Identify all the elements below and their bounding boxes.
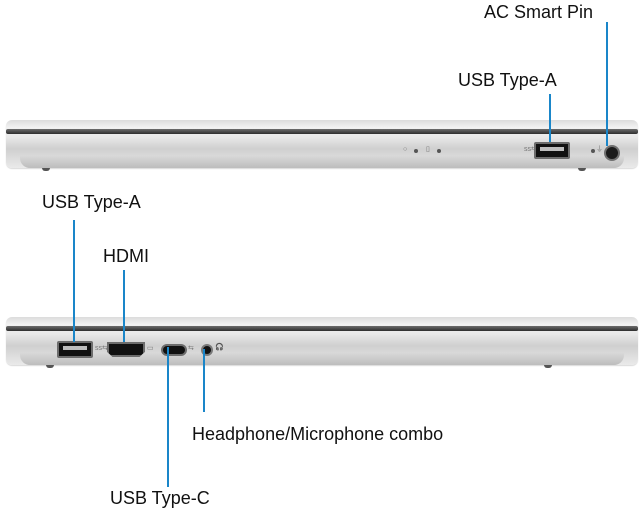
headphone-combo-leader bbox=[203, 349, 205, 412]
usb-type-c-port bbox=[161, 344, 187, 356]
led-indicator-icon: ○ bbox=[403, 146, 408, 153]
headset-icon: 🎧 bbox=[215, 344, 224, 351]
usb-type-a-left-leader bbox=[73, 220, 75, 342]
usb-type-a-left-label: USB Type-A bbox=[42, 192, 141, 212]
lid-edge bbox=[6, 317, 638, 325]
usb-ss-icon: ⇆ bbox=[188, 345, 194, 352]
headphone-combo-label: Headphone/Microphone combo bbox=[192, 424, 444, 444]
ac-smart-pin-label: AC Smart Pin bbox=[484, 2, 594, 22]
power-light-icon: ▯ bbox=[426, 146, 430, 153]
hdmi-leader bbox=[123, 270, 125, 342]
base-bottom bbox=[20, 353, 624, 365]
rubber-foot bbox=[544, 365, 552, 368]
indicator-dot bbox=[414, 149, 418, 153]
charge-light bbox=[591, 149, 595, 153]
power-icon: ⏚ bbox=[596, 146, 603, 153]
hdmi-port bbox=[107, 342, 145, 357]
usb-type-a-port bbox=[534, 142, 570, 159]
indicator-dot bbox=[437, 149, 441, 153]
ac-smart-pin-port bbox=[604, 145, 620, 161]
usb-type-a-right-leader bbox=[549, 94, 551, 142]
usb-ss-icon: ss⇆ bbox=[524, 146, 537, 153]
lid-seam bbox=[6, 129, 638, 134]
rubber-foot bbox=[46, 365, 54, 368]
usb-type-c-label: USB Type-C bbox=[110, 488, 210, 508]
usb-type-c-leader bbox=[167, 347, 169, 487]
ac-smart-pin-leader bbox=[606, 22, 608, 146]
hdmi-icon: ▭ bbox=[147, 345, 154, 352]
lid-seam bbox=[6, 326, 638, 331]
hdmi-label: HDMI bbox=[103, 246, 149, 266]
rubber-foot bbox=[578, 168, 586, 171]
rubber-foot bbox=[42, 168, 50, 171]
usb-type-a-port bbox=[57, 341, 93, 358]
lid-edge bbox=[6, 120, 638, 128]
usb-type-a-right-label: USB Type-A bbox=[458, 70, 557, 90]
usb-ss-icon: ss⇆ bbox=[95, 345, 108, 352]
laptop-left-side: ss⇆ ▭ ⇆ 🎧 bbox=[6, 317, 638, 368]
base-bottom bbox=[20, 156, 624, 168]
laptop-right-side: ○ ▯ ss⇆ ⏚ bbox=[6, 120, 638, 171]
